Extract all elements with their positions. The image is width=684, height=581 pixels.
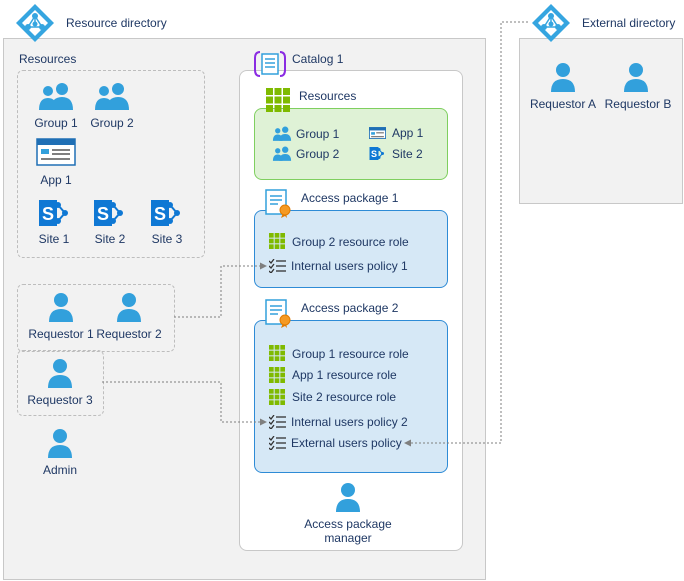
site-1-label: Site 1 [38, 232, 70, 246]
package-2-role-3-label: Site 2 resource role [292, 390, 397, 404]
manager-label-line-2: manager [324, 531, 372, 545]
catalog-site-2-label: Site 2 [392, 147, 423, 161]
azure-ad-icon [15, 3, 55, 43]
external-directory-title: External directory [582, 16, 676, 30]
policy-checklist-icon [269, 259, 287, 273]
package-2-policy-1-label: Internal users policy 2 [291, 415, 408, 429]
user-icon [336, 482, 360, 512]
connector-internal-policy-1 [174, 262, 267, 318]
group-icon [272, 146, 292, 162]
user-icon [117, 292, 141, 322]
package-2-role-2-label: App 1 resource role [292, 368, 397, 382]
policy-checklist-icon [269, 436, 287, 450]
package-2-role-1-label: Group 1 resource role [292, 347, 409, 361]
app-1-label: App 1 [40, 173, 72, 187]
catalog-resources-box [254, 108, 448, 180]
package-1-role-1-label: Group 2 resource role [292, 235, 409, 249]
admin-label: Admin [42, 463, 77, 477]
catalog-title: Catalog 1 [292, 52, 344, 66]
group-2-label: Group 2 [90, 116, 134, 130]
user-icon [624, 62, 648, 92]
resource-grid-icon [269, 345, 285, 361]
resources-group [17, 70, 205, 258]
sharepoint-icon: S [150, 198, 186, 228]
external-directory-panel [519, 38, 683, 204]
manager-label-line-1: Access package [304, 517, 392, 531]
catalog-group-2-label: Group 2 [296, 147, 340, 161]
requestor-2-label: Requestor 2 [96, 327, 162, 341]
svg-text:S: S [97, 204, 109, 224]
user-icon [48, 428, 72, 458]
group-icon [38, 82, 74, 112]
resource-grid-icon [269, 389, 285, 405]
access-package-1-title: Access package 1 [301, 191, 399, 205]
app-icon [369, 127, 386, 139]
sharepoint-icon: S [369, 146, 387, 161]
access-package-icon [264, 299, 294, 329]
resource-grid-icon [269, 367, 285, 383]
catalog-resources-title: Resources [299, 89, 357, 103]
requestor-b-label: Requestor B [604, 97, 672, 111]
access-package-1-box [254, 210, 448, 288]
svg-text:S: S [154, 204, 166, 224]
group-icon [94, 82, 130, 112]
requestor-3-label: Requestor 3 [27, 393, 93, 407]
catalog-icon [253, 50, 287, 78]
site-3-label: Site 3 [151, 232, 183, 246]
svg-text:S: S [371, 149, 377, 159]
resource-grid-icon [266, 88, 290, 112]
access-package-2-title: Access package 2 [301, 301, 399, 315]
user-icon [49, 292, 73, 322]
package-1-policy-1-label: Internal users policy 1 [291, 259, 408, 273]
resource-directory-title: Resource directory [66, 16, 167, 30]
access-package-icon [264, 189, 294, 219]
access-package-2-box [254, 320, 448, 473]
sharepoint-icon: S [38, 198, 74, 228]
user-icon [48, 358, 72, 388]
connector-internal-policy-2 [102, 381, 267, 426]
connector-external-policy [404, 21, 528, 447]
sharepoint-icon: S [93, 198, 129, 228]
catalog-app-1-label: App 1 [392, 126, 424, 140]
group-1-label: Group 1 [34, 116, 78, 130]
app-icon [36, 138, 76, 166]
catalog-group-1-label: Group 1 [296, 127, 340, 141]
requestor-1-label: Requestor 1 [28, 327, 94, 341]
site-2-label: Site 2 [94, 232, 126, 246]
user-icon [551, 62, 575, 92]
group-icon [272, 126, 292, 142]
requestor-group-internal-2 [17, 350, 104, 416]
resource-grid-icon [269, 233, 285, 249]
azure-ad-icon [531, 3, 571, 43]
svg-text:S: S [42, 204, 54, 224]
policy-checklist-icon [269, 415, 287, 429]
package-2-policy-2-label: External users policy [291, 436, 402, 450]
requestor-group-internal-1 [17, 284, 175, 352]
resources-title: Resources [19, 52, 77, 66]
requestor-a-label: Requestor A [529, 97, 597, 111]
